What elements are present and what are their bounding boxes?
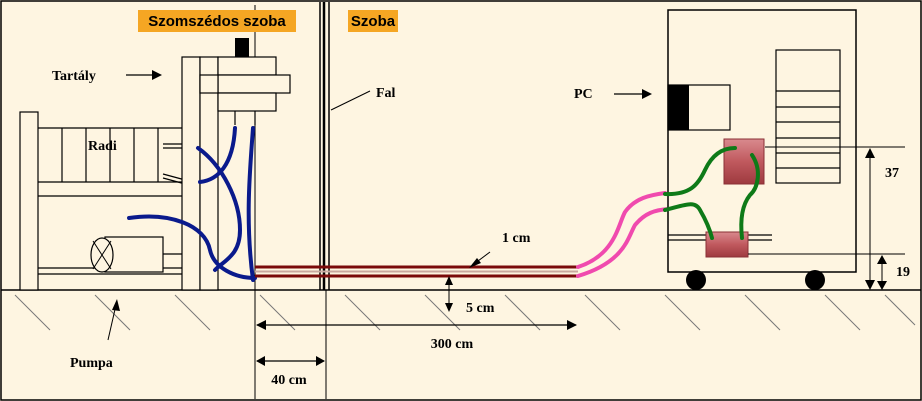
tank-stand — [181, 56, 219, 291]
tank — [199, 38, 291, 125]
pump-pointer-head — [112, 299, 120, 311]
lower-height-label: 19 — [896, 265, 910, 280]
tube-diameter-label: 1 cm — [502, 231, 531, 246]
pc-pointer-head — [642, 89, 652, 99]
run-length-label: 300 cm — [431, 337, 474, 352]
pc-psu-shelves — [775, 49, 841, 184]
pc-wheel-right — [805, 270, 825, 290]
floor-hatching — [14, 294, 916, 331]
pump-body — [104, 236, 164, 273]
wall-label: Fal — [376, 86, 396, 101]
tank-label: Tartály — [52, 69, 96, 84]
wall-offset-label: 40 cm — [271, 373, 307, 388]
tank-pointer-head — [152, 70, 162, 80]
radiator-fins — [61, 128, 159, 182]
pc-label: PC — [574, 87, 593, 102]
pc-drive-front — [668, 85, 689, 130]
red-tube — [255, 265, 578, 278]
pink-hoses — [576, 191, 670, 278]
radiator-label: Radi — [88, 139, 117, 154]
pc-wheel-left — [686, 270, 706, 290]
green-hoses — [663, 146, 760, 240]
room-label: Szoba — [351, 13, 396, 30]
floor-gap-label: 5 cm — [466, 301, 495, 316]
pump-label: Pumpa — [70, 356, 113, 371]
wall-pointer — [330, 90, 371, 111]
upper-height-label: 37 — [885, 166, 899, 181]
pump-pointer — [107, 304, 117, 341]
pc-case — [667, 9, 857, 273]
neighbor-room-label: Szomszédos szoba — [148, 13, 286, 30]
wall — [319, 2, 330, 290]
neighbor-room-label-bg — [138, 10, 296, 32]
room-label-bg — [348, 10, 398, 32]
blue-hoses — [127, 126, 257, 282]
